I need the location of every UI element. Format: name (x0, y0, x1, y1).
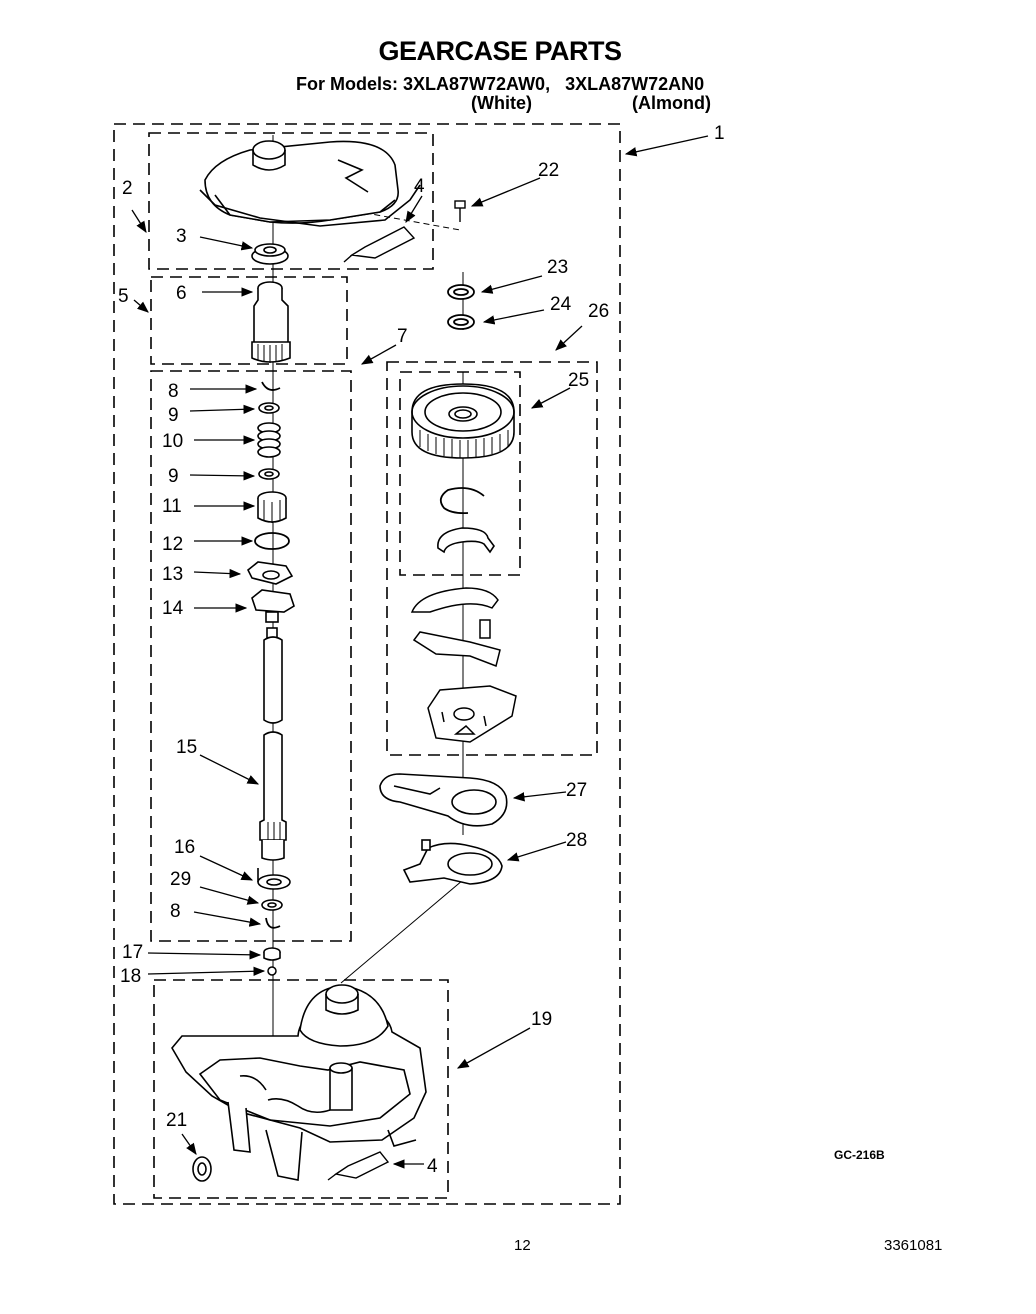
callout-6: 6 (176, 283, 187, 304)
callout-25: 25 (568, 370, 589, 391)
callout-7: 7 (397, 326, 408, 347)
shift-fork-14 (251, 589, 295, 623)
callout-16: 16 (174, 837, 195, 858)
document-number: 3361081 (884, 1237, 943, 1254)
brake-lever-28 (402, 839, 503, 885)
seal-21 (192, 1156, 212, 1182)
washer-29 (261, 899, 283, 911)
callout-1: 1 (714, 123, 725, 144)
grease-tube-top (343, 226, 416, 263)
callout-9-upper: 9 (168, 405, 179, 426)
ring-23 (447, 284, 475, 300)
ball-18 (267, 966, 277, 976)
callout-18: 18 (120, 966, 141, 987)
callout-28: 28 (566, 830, 587, 851)
callout-22: 22 (538, 160, 559, 181)
callout-2: 2 (122, 178, 133, 199)
grease-tube-bottom (327, 1151, 390, 1181)
bearing-16 (257, 868, 291, 890)
spring-10 (257, 422, 281, 458)
drive-gear-25 (411, 383, 515, 459)
assembly-box-7 (150, 370, 352, 942)
callout-19: 19 (531, 1009, 552, 1030)
retaining-ring-8-lower (265, 917, 281, 929)
seal-3 (251, 243, 289, 265)
callout-21: 21 (166, 1110, 187, 1131)
assembly-box-2 (148, 132, 434, 270)
callout-27: 27 (566, 780, 587, 801)
callout-26: 26 (588, 301, 609, 322)
fastener-screw-22 (454, 200, 466, 222)
clutch-spring-upper (439, 487, 485, 515)
agitator-shaft-15 (259, 627, 287, 861)
callout-29: 29 (170, 869, 191, 890)
clutch-spring-lower (437, 527, 495, 554)
callout-8-lower: 8 (170, 901, 181, 922)
callout-17: 17 (122, 942, 143, 963)
callout-13: 13 (162, 564, 183, 585)
diagram-code: GC-216B (834, 1148, 885, 1162)
color-almond: (Almond) (632, 93, 711, 113)
assembly-box-5 (150, 276, 348, 365)
brake-cam-27 (379, 773, 508, 827)
model-number-white: 3XLA87W72AW0, (403, 74, 551, 94)
cap-17 (263, 947, 281, 961)
callout-9-lower: 9 (168, 466, 179, 487)
gearcase-housing-19 (171, 984, 427, 1181)
washer-9-upper (258, 402, 280, 414)
clutch-11 (257, 491, 287, 523)
model-number-almond: 3XLA87W72AN0 (565, 74, 705, 94)
callout-8-upper: 8 (168, 381, 179, 402)
pinion-6 (251, 281, 291, 363)
assembly-box-19 (153, 979, 449, 1199)
callout-12: 12 (162, 534, 183, 555)
assembly-box-25 (399, 371, 521, 576)
ring-24 (447, 314, 475, 330)
page-title: GEARCASE PARTS (378, 36, 622, 66)
callout-4-top: 4 (414, 176, 425, 197)
brake-assembly (410, 587, 517, 743)
callout-10: 10 (162, 431, 183, 452)
assembly-box-1 (113, 123, 621, 1205)
models-prefix: For Models: (296, 74, 398, 94)
callout-15: 15 (176, 737, 197, 758)
callout-5: 5 (118, 286, 129, 307)
callout-14: 14 (162, 598, 184, 619)
callout-4-bottom: 4 (427, 1156, 438, 1177)
callout-labels: 1 2 3 4 4 5 6 7 8 8 9 9 10 11 12 13 14 1… (118, 123, 725, 1177)
gearcase-cover (199, 140, 421, 227)
callout-24: 24 (550, 294, 572, 315)
models-line: For Models: 3XLA87W72AW0, 3XLA87W72AN0 (296, 74, 704, 95)
retaining-ring-8 (261, 381, 281, 391)
page-number: 12 (514, 1237, 531, 1254)
color-white: (White) (471, 93, 532, 113)
callout-11: 11 (162, 496, 182, 517)
callout-3: 3 (176, 226, 187, 247)
washer-9-lower (258, 468, 280, 480)
ring-12 (254, 532, 290, 550)
cam-13 (246, 561, 294, 585)
assembly-box-26 (386, 361, 598, 756)
callout-23: 23 (547, 257, 568, 278)
